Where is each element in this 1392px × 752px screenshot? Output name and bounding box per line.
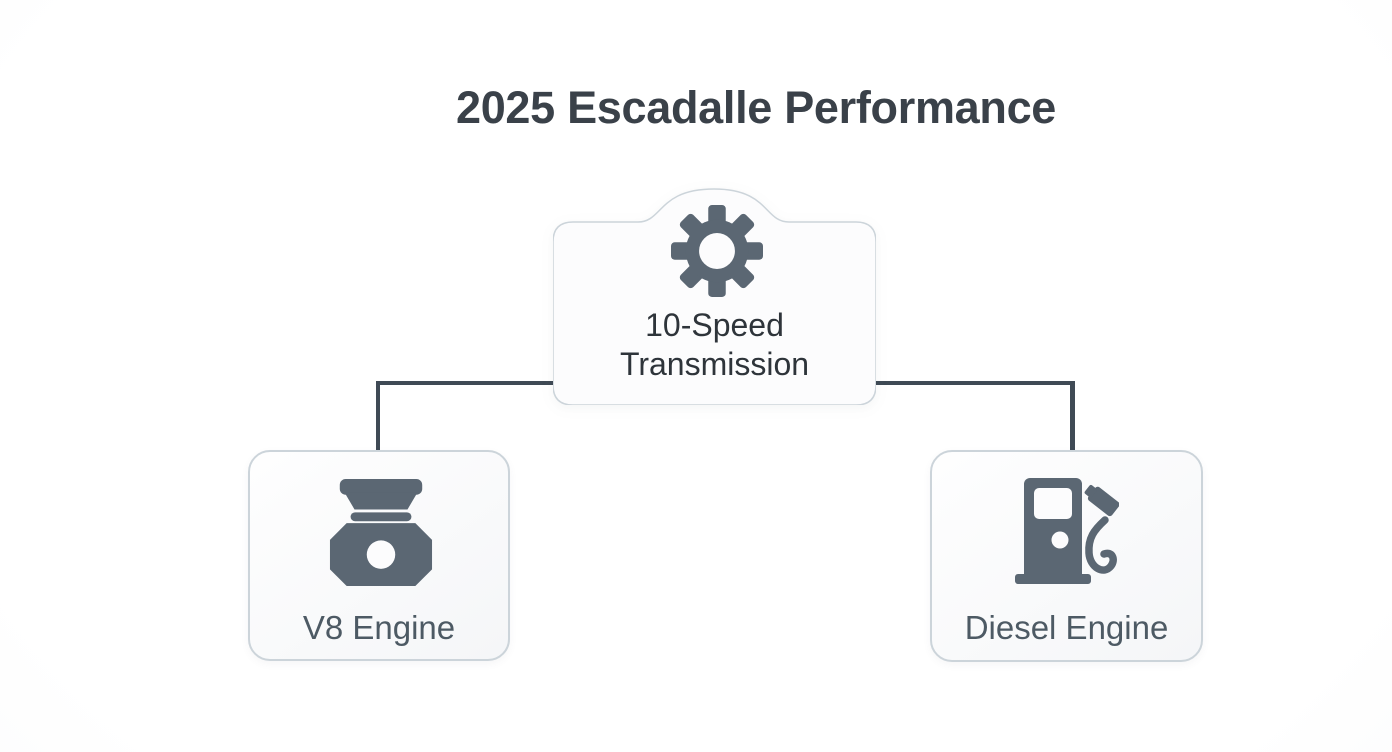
node-bump-shape xyxy=(553,188,876,405)
gear-icon xyxy=(671,205,763,297)
connector-right-horizontal xyxy=(874,381,1075,385)
connector-right-vertical xyxy=(1070,381,1075,452)
node-v8-engine: V8 Engine xyxy=(248,450,510,661)
fuel-pump-icon xyxy=(1015,478,1119,584)
connector-left-horizontal xyxy=(376,381,555,385)
node-diesel-engine: Diesel Engine xyxy=(930,450,1203,662)
connector-left-vertical xyxy=(376,381,380,452)
node-transmission: 10-Speed Transmission xyxy=(553,185,876,405)
node-label-v8: V8 Engine xyxy=(302,609,456,646)
engine-icon xyxy=(329,479,433,586)
page-title: 2025 Escadalle Performance xyxy=(455,82,1057,133)
node-label-transmission: 10-Speed Transmission xyxy=(619,307,810,382)
node-label-diesel: Diesel Engine xyxy=(964,609,1169,646)
